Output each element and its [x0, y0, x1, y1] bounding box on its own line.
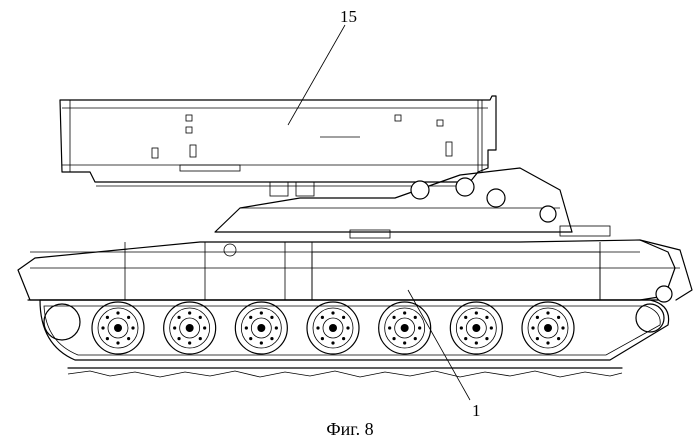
ground [67, 367, 623, 378]
leader-line-1 [407, 289, 471, 401]
road-wheel [378, 301, 432, 355]
launcher-package [59, 95, 497, 197]
leader-line-15 [287, 24, 346, 126]
road-wheel [163, 301, 217, 355]
road-wheel [234, 301, 288, 355]
sprocket-wheel [43, 303, 81, 341]
reference-numeral-15: 15 [340, 7, 357, 26]
hull [17, 167, 693, 303]
road-wheel [306, 301, 360, 355]
reference-numeral-1: 1 [472, 401, 481, 420]
running-gear [43, 301, 665, 355]
road-wheel [449, 301, 503, 355]
road-wheel [521, 301, 575, 355]
figure-caption: Фиг. 8 [326, 419, 374, 439]
track [39, 299, 670, 361]
sprocket-wheel [635, 303, 665, 333]
road-wheel [91, 301, 145, 355]
